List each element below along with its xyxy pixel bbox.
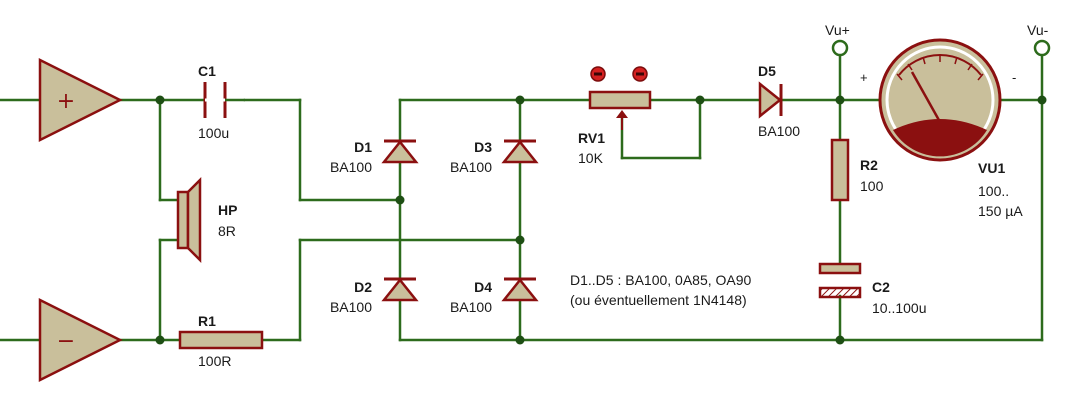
triangle-amplifier-icon: [38, 57, 123, 143]
diode-icon: [381, 139, 419, 164]
d2-ref: D2: [354, 279, 372, 295]
triangle-amplifier-icon: [38, 297, 123, 383]
diode-note: D1..D5 : BA100, 0A85, OA90 (ou éventuell…: [570, 272, 752, 308]
capacitor-c2: C2 10..100u: [818, 262, 927, 316]
diode-d2: D2 BA100: [330, 277, 419, 315]
speaker-hp: HP 8R: [176, 176, 237, 264]
diode-icon: [501, 277, 539, 302]
r1-value: 100R: [198, 353, 231, 369]
d4-value: BA100: [450, 299, 492, 315]
r2-value: 100: [860, 178, 884, 194]
vu1-value-line2: 150 µA: [978, 203, 1023, 219]
d1-ref: D1: [354, 139, 372, 155]
c2-ref: C2: [872, 279, 890, 295]
note-line1: D1..D5 : BA100, 0A85, OA90: [570, 272, 752, 288]
vu1-ref: VU1: [978, 160, 1005, 176]
resistor-r1: R1 100R: [178, 313, 264, 369]
note-line2: (ou éventuellement 1N4148): [570, 292, 747, 308]
diode-icon: [758, 81, 783, 119]
diode-icon: [381, 277, 419, 302]
terminal-vu-minus: Vu-: [1027, 22, 1051, 57]
wires: [0, 53, 1044, 342]
capacitor-c1: C1 100u: [198, 63, 245, 141]
opamp-plus-sign: +: [57, 89, 75, 114]
vu-minus-label: Vu-: [1027, 22, 1049, 38]
d2-value: BA100: [330, 299, 372, 315]
opamp-minus-sign: −: [57, 329, 75, 354]
vu-plus-label: Vu+: [825, 22, 850, 38]
vu-meter: + - VU1 100.. 150 µA: [860, 38, 1023, 219]
diode-d1: D1 BA100: [330, 139, 419, 175]
c1-ref: C1: [198, 63, 216, 79]
junctions: [155, 95, 1047, 345]
r1-ref: R1: [198, 313, 216, 329]
c1-value: 100u: [198, 125, 229, 141]
c2-value: 10..100u: [872, 300, 927, 316]
rv1-ref: RV1: [578, 130, 605, 146]
vu1-value-line1: 100..: [978, 183, 1009, 199]
d1-value: BA100: [330, 159, 372, 175]
d4-ref: D4: [474, 279, 492, 295]
d5-value: BA100: [758, 123, 800, 139]
d5-ref: D5: [758, 63, 776, 79]
diode-d5: D5 BA100: [758, 63, 800, 139]
hp-ref: HP: [218, 202, 237, 218]
vu-plus-mark: +: [860, 70, 868, 85]
hp-value: 8R: [218, 223, 236, 239]
speaker-icon: [176, 190, 190, 250]
r2-ref: R2: [860, 157, 878, 173]
rv1-value: 10K: [578, 150, 604, 166]
lower-opamp: −: [38, 297, 123, 383]
diode-d4: D4 BA100: [450, 277, 539, 315]
d3-ref: D3: [474, 139, 492, 155]
terminal-vu-plus: Vu+: [825, 22, 850, 57]
d3-value: BA100: [450, 159, 492, 175]
diode-icon: [501, 139, 539, 164]
potentiometer-rv1: RV1 10K: [578, 66, 652, 166]
upper-opamp: +: [38, 57, 123, 143]
diode-d3: D3 BA100: [450, 139, 539, 175]
vu-minus-mark: -: [1012, 70, 1016, 85]
resistor-r2: R2 100: [830, 138, 884, 202]
